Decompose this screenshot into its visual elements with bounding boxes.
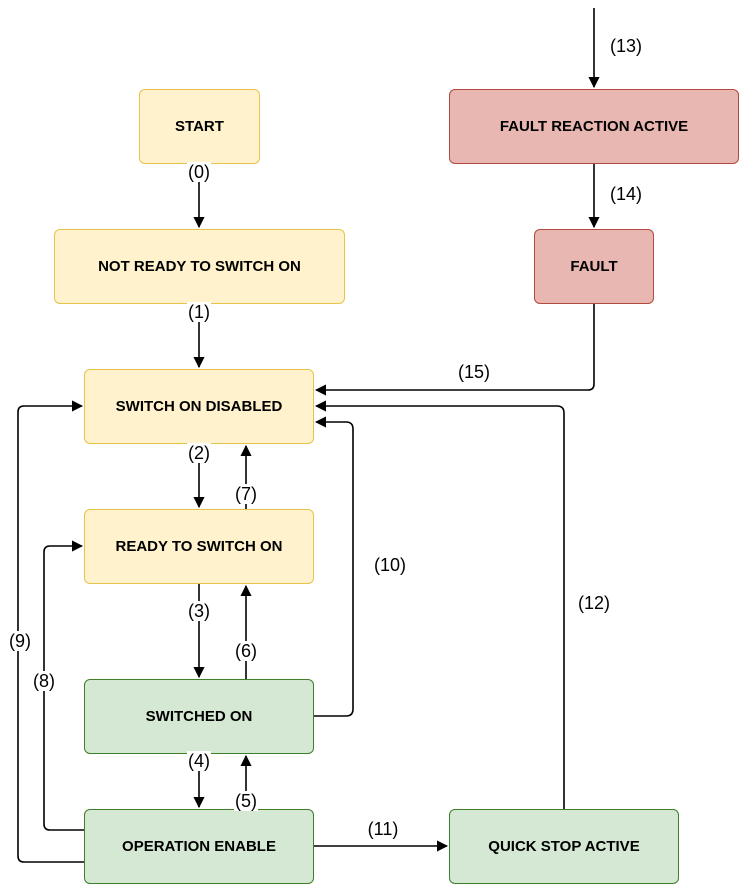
- state-fault-reaction-active: FAULT REACTION ACTIVE: [449, 89, 739, 164]
- state-start: START: [139, 89, 260, 164]
- label-t0: (0): [187, 162, 211, 182]
- label-t10: (10): [372, 555, 408, 575]
- state-fault: FAULT: [534, 229, 654, 304]
- label-t12: (12): [576, 593, 612, 613]
- label-t6: (6): [234, 641, 258, 661]
- arrow-t12: [314, 400, 565, 809]
- state-quick-stop-active: QUICK STOP ACTIVE: [449, 809, 679, 884]
- state-switch-on-disabled: SWITCH ON DISABLED: [84, 369, 314, 444]
- label-t9: (9): [8, 631, 32, 651]
- label-t11: (11): [366, 819, 400, 839]
- state-not-ready-to-switch-on: NOT READY TO SWITCH ON: [54, 229, 345, 304]
- arrow-t15: [314, 304, 595, 396]
- label-t4: (4): [187, 751, 211, 771]
- state-ready-to-switch-on: READY TO SWITCH ON: [84, 509, 314, 584]
- label-t2: (2): [187, 443, 211, 463]
- label-t15: (15): [456, 362, 492, 382]
- label-t1: (1): [187, 302, 211, 322]
- state-operation-enable: OPERATION ENABLE: [84, 809, 314, 884]
- label-t14: (14): [608, 184, 644, 204]
- state-switched-on: SWITCHED ON: [84, 679, 314, 754]
- label-t13: (13): [608, 36, 644, 56]
- arrow-t10: [314, 416, 354, 717]
- label-t7: (7): [234, 484, 258, 504]
- label-t5: (5): [234, 791, 258, 811]
- label-t3: (3): [187, 601, 211, 621]
- label-t8: (8): [32, 671, 56, 691]
